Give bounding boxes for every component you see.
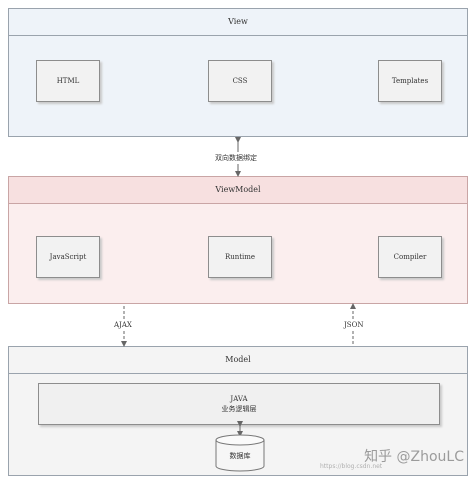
html-box: HTML (36, 60, 100, 102)
css-box: CSS (208, 60, 272, 102)
logic-line-2: 业务逻辑层 (221, 405, 257, 413)
business-logic-box: JAVA 业务逻辑层 (38, 383, 440, 425)
ajax-label: AJAX (112, 320, 134, 330)
view-title: View (9, 9, 467, 36)
binding-label: 双向数据绑定 (213, 152, 259, 164)
runtime-box: Runtime (208, 236, 272, 278)
javascript-box: JavaScript (36, 236, 100, 278)
database-label: 数据库 (229, 452, 251, 460)
templates-box: Templates (378, 60, 442, 102)
source-watermark: https://blog.csdn.net (320, 463, 383, 470)
logic-line-1: JAVA (230, 395, 248, 403)
zhihu-watermark: 知乎 @ZhouLC (364, 449, 464, 465)
compiler-box: Compiler (378, 236, 442, 278)
model-title: Model (9, 347, 467, 374)
database-cylinder-icon (215, 434, 265, 472)
json-label: JSON (342, 320, 366, 330)
database: 数据库 (215, 432, 265, 470)
viewmodel-title: ViewModel (9, 177, 467, 204)
